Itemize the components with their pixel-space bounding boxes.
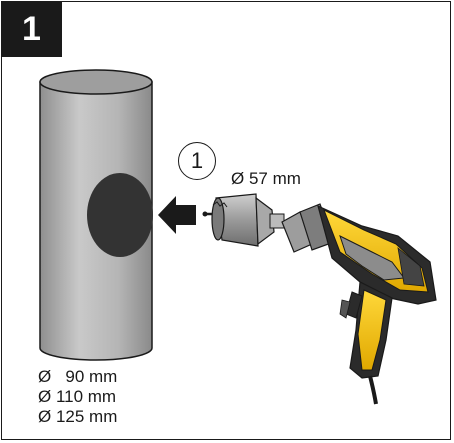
drill [281, 203, 437, 405]
step-number-badge: 1 [1, 1, 62, 57]
pipe-hole [87, 173, 153, 257]
pipe-diameter-90: Ø 90 mm [38, 367, 118, 386]
hole-saw-diameter-label: Ø 57 mm [231, 169, 301, 188]
callout-number: 1 [190, 148, 204, 173]
pipe [39, 69, 153, 361]
step-number: 1 [22, 9, 41, 48]
arrow-left-icon [158, 196, 196, 234]
pipe-diameter-list: Ø 90 mm Ø 110 mm Ø 125 mm [38, 367, 117, 427]
hole-saw [202, 193, 285, 247]
pipe-diameter-125: Ø 125 mm [38, 407, 118, 426]
callout-number-circle: 1 [178, 142, 216, 180]
pipe-diameter-110: Ø 110 mm [38, 387, 117, 406]
